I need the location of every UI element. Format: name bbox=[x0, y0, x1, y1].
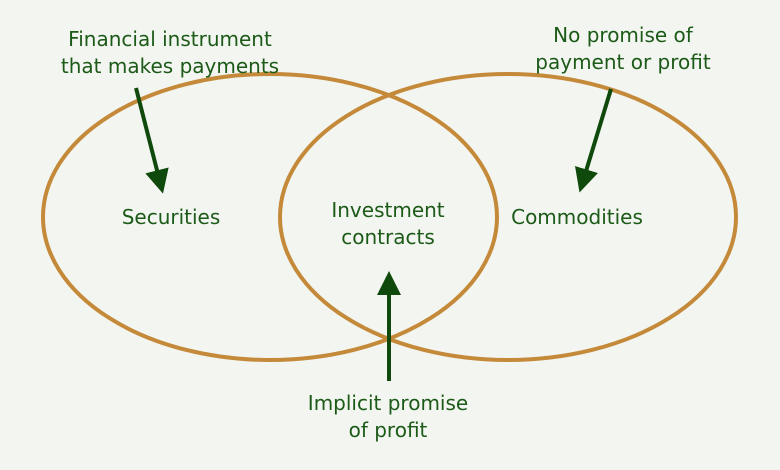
investment-annotation: Implicit promise of profit bbox=[308, 390, 468, 444]
annotation-line: Implicit promise bbox=[307, 391, 469, 415]
commodities-ellipse bbox=[278, 72, 738, 362]
annotation-line: Financial instrument bbox=[68, 27, 272, 51]
arrow-to-commodities bbox=[575, 88, 613, 193]
annotation-line: of profit bbox=[348, 418, 428, 442]
annotation-line: No promise of bbox=[553, 23, 693, 47]
commodities-label: Commodities bbox=[511, 205, 643, 229]
label-line: Investment bbox=[331, 198, 445, 222]
securities-label: Securities bbox=[121, 205, 221, 229]
annotation-line: payment or profit bbox=[535, 50, 711, 74]
commodities-annotation: No promise of payment or profit bbox=[535, 22, 710, 76]
securities-annotation: Financial instrument that makes payments bbox=[61, 26, 279, 80]
arrow-to-securities bbox=[134, 87, 169, 194]
securities-ellipse bbox=[41, 72, 499, 362]
annotation-line: that makes payments bbox=[60, 54, 280, 78]
label-line: contracts bbox=[341, 225, 435, 249]
investment-contracts-label: Investment contracts bbox=[331, 197, 444, 251]
